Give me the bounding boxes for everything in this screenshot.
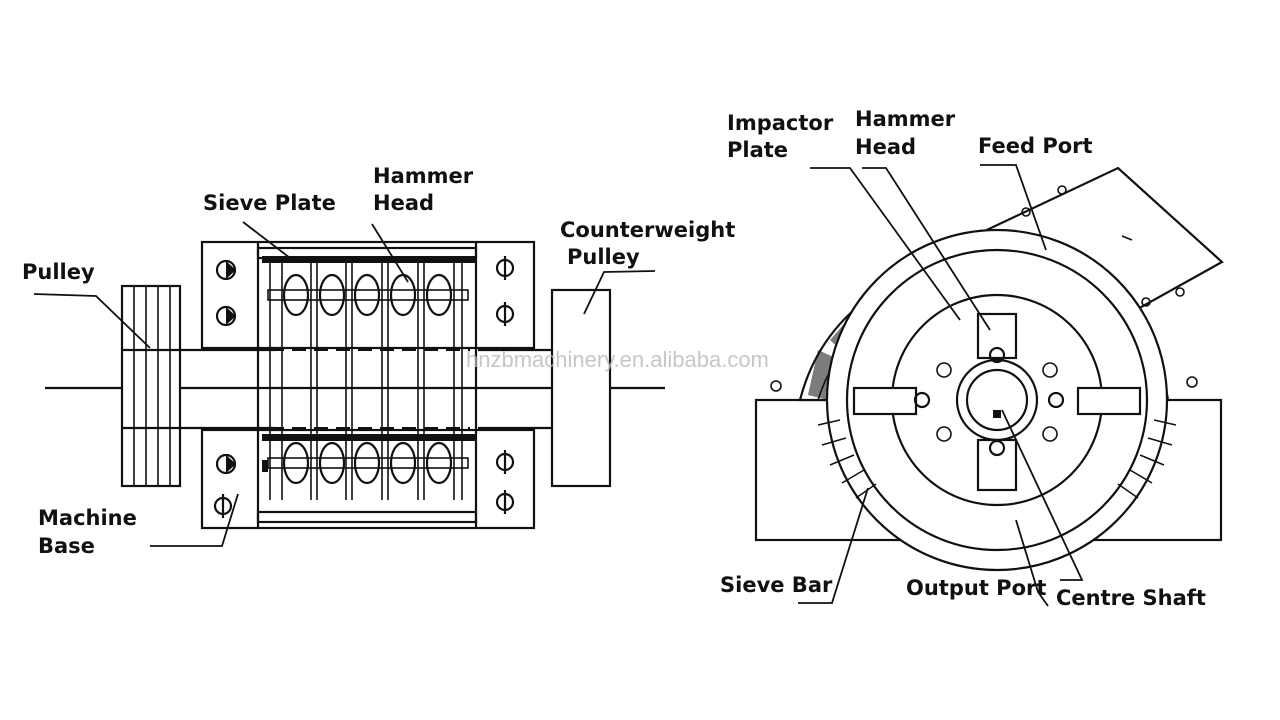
svg-text:Output Port: Output Port — [906, 576, 1046, 600]
svg-text:Sieve Plate: Sieve Plate — [203, 191, 336, 215]
label-output-port: Output Port — [906, 519, 1049, 607]
machine-body — [200, 240, 536, 530]
svg-text:Head: Head — [373, 191, 434, 215]
counterweight-pulley — [550, 288, 612, 488]
label-centre-shaft: Centre Shaft — [1001, 409, 1206, 610]
svg-text:Machine: Machine — [38, 506, 137, 530]
cross-section-view: Impactor Plate Hammer Head Feed Port Sie… — [720, 107, 1224, 610]
svg-text:Hammer: Hammer — [373, 164, 474, 188]
hammer-heads-side — [267, 273, 469, 485]
label-impactor-plate: Impactor Plate — [727, 111, 961, 321]
svg-text:Sieve Bar: Sieve Bar — [720, 573, 833, 597]
label-hammer-head-right: Hammer Head — [855, 107, 991, 331]
svg-text:Plate: Plate — [727, 138, 788, 162]
svg-text:Centre Shaft: Centre Shaft — [1056, 586, 1206, 610]
label-sieve-plate: Sieve Plate — [203, 191, 336, 259]
svg-text:Head: Head — [855, 135, 916, 159]
svg-text:Pulley: Pulley — [567, 245, 640, 269]
label-sieve-bar: Sieve Bar — [720, 487, 869, 604]
label-feed-port: Feed Port — [978, 134, 1093, 251]
pulley — [120, 284, 182, 488]
svg-text:Counterweight: Counterweight — [560, 218, 735, 242]
svg-text:Pulley: Pulley — [22, 260, 95, 284]
label-counterweight-pulley: Counterweight Pulley — [560, 218, 735, 315]
label-hammer-head-left: Hammer Head — [371, 164, 474, 283]
watermark: hnzbmachinery.en.alibaba.com — [466, 347, 769, 372]
bearing-bolts — [213, 256, 515, 518]
hammer-heads-section — [852, 312, 1142, 492]
svg-text:Base: Base — [38, 534, 95, 558]
sieve-bars — [817, 419, 1177, 499]
svg-text:Feed Port: Feed Port — [978, 134, 1093, 158]
label-pulley: Pulley — [22, 260, 151, 349]
svg-text:Impactor: Impactor — [727, 111, 834, 135]
label-machine-base: Machine Base — [38, 493, 239, 558]
side-view: Pulley Sieve Plate Hammer Head Counterwe… — [22, 164, 735, 558]
svg-text:Hammer: Hammer — [855, 107, 956, 131]
